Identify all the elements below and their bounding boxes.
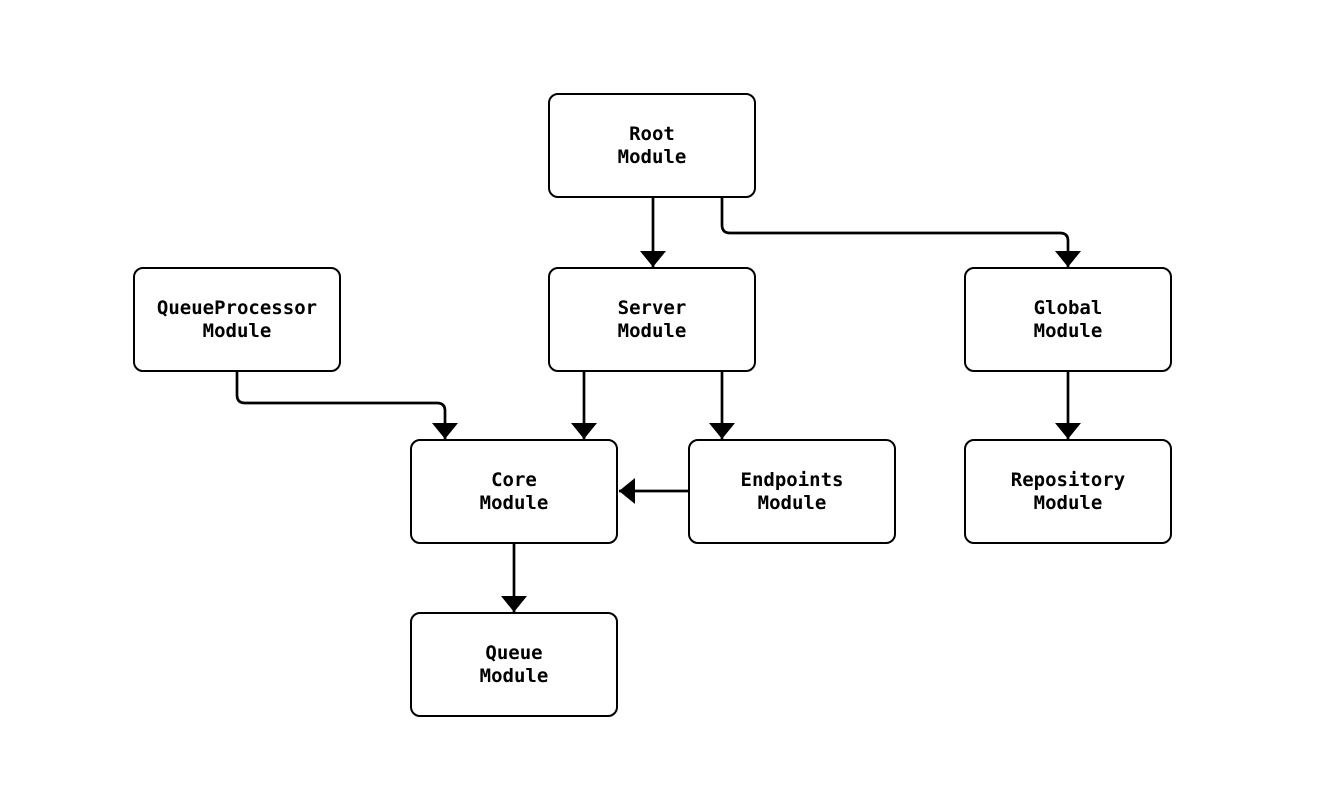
node-root-module-label: Root Module — [617, 122, 687, 168]
node-core-module: Core Module — [410, 439, 618, 544]
node-global-module-label: Global Module — [1033, 296, 1103, 342]
node-queue-module-label: Queue Module — [479, 641, 549, 687]
node-global-module: Global Module — [964, 267, 1172, 372]
node-server-module-label: Server Module — [617, 296, 687, 342]
node-endpoints-module: Endpoints Module — [688, 439, 896, 544]
node-core-module-label: Core Module — [479, 468, 549, 514]
node-queueprocessor-module-label: QueueProcessor Module — [156, 296, 318, 342]
node-server-module: Server Module — [548, 267, 756, 372]
edge-root-to-global — [720, 198, 1081, 267]
node-root-module: Root Module — [548, 93, 756, 198]
node-queueprocessor-module: QueueProcessor Module — [133, 267, 341, 372]
node-repository-module-label: Repository Module — [1010, 468, 1126, 514]
edge-queueprocessor-to-core — [235, 372, 458, 439]
node-endpoints-module-label: Endpoints Module — [740, 468, 844, 514]
node-repository-module: Repository Module — [964, 439, 1172, 544]
node-queue-module: Queue Module — [410, 612, 618, 717]
